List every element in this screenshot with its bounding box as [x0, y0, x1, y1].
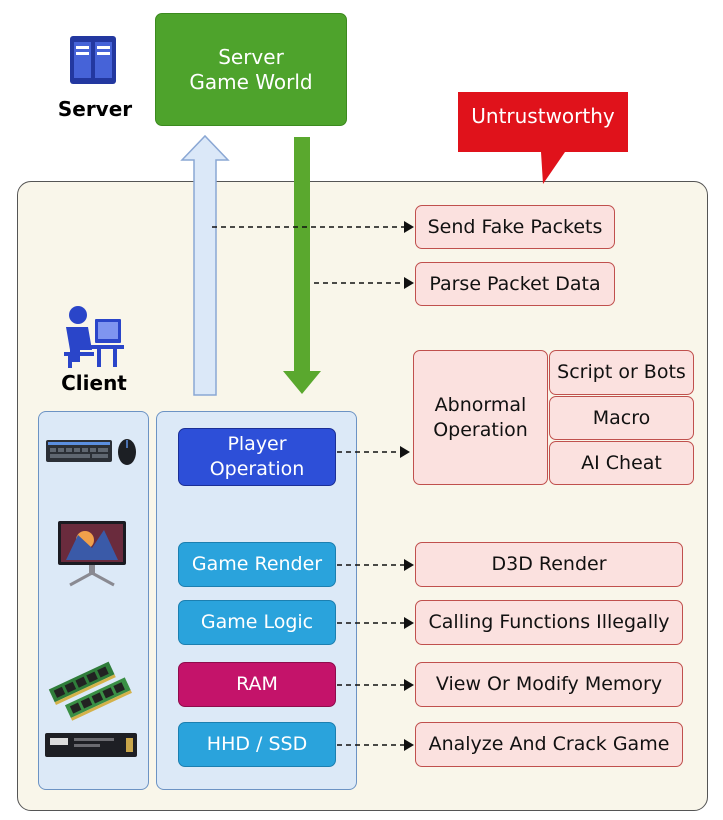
client-label: Client — [61, 371, 127, 395]
untrustworthy-label: Untrustworthy — [471, 104, 615, 128]
ai-cheat-box: AI Cheat — [549, 441, 694, 485]
player-operation-box: Player Operation — [178, 428, 336, 486]
d3d-render-box: D3D Render — [415, 542, 683, 587]
server-game-world: Server Game World — [155, 13, 347, 126]
game-logic-box: Game Logic — [178, 600, 336, 645]
hhd-ssd-box: HHD / SSD — [178, 722, 336, 767]
calling-functions-illegally-box: Calling Functions Illegally — [415, 600, 683, 645]
game-render-box: Game Render — [178, 542, 336, 587]
hardware-panel — [38, 411, 149, 790]
macro-box: Macro — [549, 396, 694, 440]
view-or-modify-memory-box: View Or Modify Memory — [415, 662, 683, 707]
server-label: Server — [57, 97, 133, 121]
abnormal-operation-box: Abnormal Operation — [413, 350, 548, 485]
ram-box: RAM — [178, 662, 336, 707]
analyze-and-crack-game-box: Analyze And Crack Game — [415, 722, 683, 767]
parse-packet-data-box: Parse Packet Data — [415, 262, 615, 306]
script-or-bots-box: Script or Bots — [549, 350, 694, 395]
send-fake-packets-box: Send Fake Packets — [415, 205, 615, 249]
